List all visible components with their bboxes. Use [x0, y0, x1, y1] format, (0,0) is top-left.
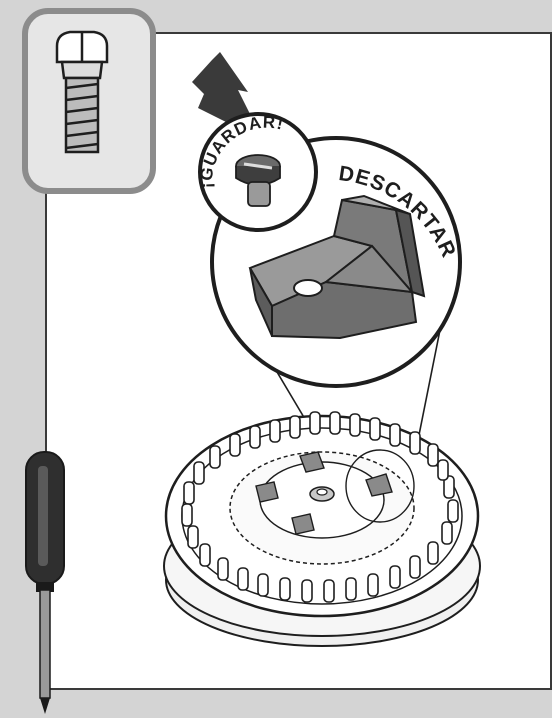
- screw-icon: [57, 32, 107, 152]
- keep-callout: ¡GUARDAR!: [197, 113, 316, 230]
- drum-assembly: [164, 412, 480, 646]
- screwdriver-icon: [26, 452, 64, 714]
